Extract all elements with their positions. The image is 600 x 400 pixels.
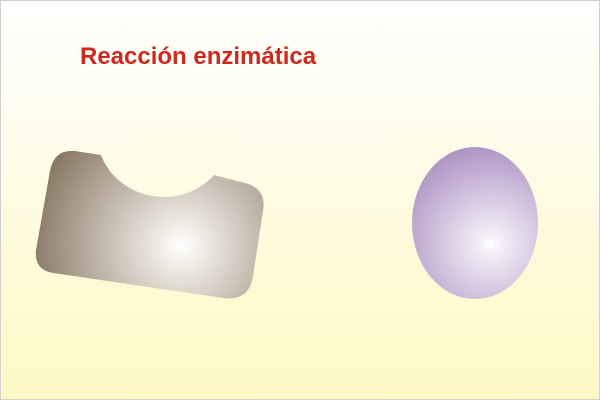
- substrate-shape: [412, 147, 538, 299]
- enzyme-shape: [35, 150, 264, 299]
- diagram-title: Reacción enzimática: [80, 43, 317, 70]
